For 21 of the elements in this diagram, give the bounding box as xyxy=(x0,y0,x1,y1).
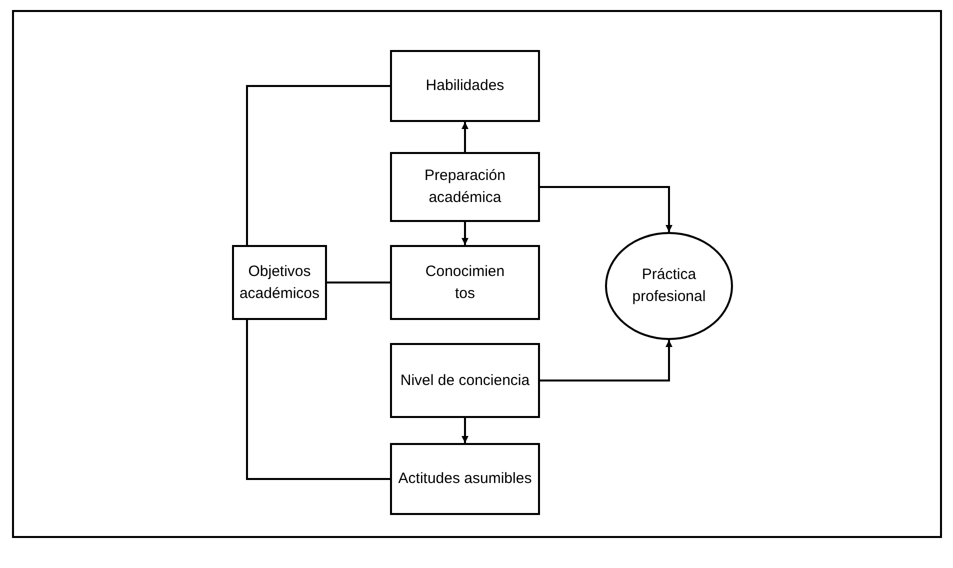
process-box xyxy=(390,245,540,320)
process-box xyxy=(390,343,540,418)
node-label: Nivel de conciencia xyxy=(400,370,530,390)
process-box xyxy=(390,50,540,122)
process-box xyxy=(232,245,327,320)
node-label: Preparación académica xyxy=(424,166,506,208)
arrow xyxy=(540,340,672,382)
node-label: Objetivos académicos xyxy=(238,262,321,304)
connector-line xyxy=(246,85,390,245)
process-box xyxy=(390,443,540,515)
node-label: Conocimien tos xyxy=(424,262,506,304)
node-label: Práctica profesional xyxy=(631,265,707,307)
arrow xyxy=(540,186,672,232)
connector-line xyxy=(246,320,390,480)
node-label: Actitudes asumibles xyxy=(398,469,532,489)
node-label: Habilidades xyxy=(426,76,504,96)
arrow xyxy=(462,222,468,245)
arrow xyxy=(462,418,468,443)
connector-line xyxy=(327,282,390,284)
process-box xyxy=(390,152,540,222)
arrow xyxy=(462,122,468,152)
